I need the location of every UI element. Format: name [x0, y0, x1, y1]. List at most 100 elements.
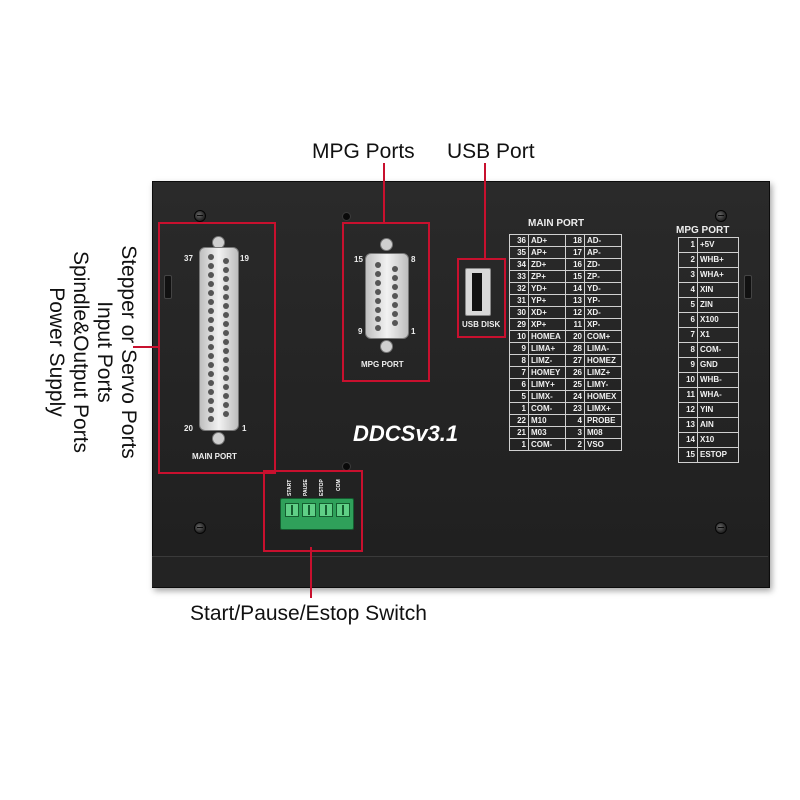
pin-signal: COM-: [528, 402, 566, 415]
connector-pin-icon: [208, 272, 214, 278]
connector-pin-icon: [375, 280, 381, 286]
pin-number: 32: [509, 282, 529, 295]
db15-pin-15-label: 15: [354, 255, 363, 264]
panel-bottom-strip: [152, 556, 768, 587]
left-side-ridge: [164, 275, 172, 299]
pin-signal: M10: [528, 414, 566, 427]
pin-number: 4: [565, 414, 585, 427]
screw-icon: [194, 522, 206, 534]
left-callout-line: [133, 346, 160, 348]
pin-signal: ZD+: [528, 258, 566, 271]
usb-port-callout: USB Port: [447, 140, 535, 163]
connector-pin-icon: [375, 316, 381, 322]
pin-signal: X10: [697, 432, 739, 448]
pin-number: 8: [678, 342, 698, 358]
pin-number: 1: [509, 438, 529, 451]
switch-callout-line: [310, 547, 312, 598]
connector-pin-icon: [208, 299, 214, 305]
pin-number: 5: [678, 297, 698, 313]
left-callout-line-2: Input Ports: [93, 301, 116, 403]
connector-pin-icon: [223, 312, 229, 318]
switch-terminal-block[interactable]: [280, 498, 354, 530]
mpg-port-table-title: MPG PORT: [676, 225, 730, 236]
connector-pin-icon: [375, 307, 381, 313]
usb-callout-line: [484, 163, 486, 259]
connector-pin-icon: [392, 266, 398, 272]
pin-signal: AD-: [584, 234, 622, 247]
connector-pin-icon: [223, 375, 229, 381]
pin-signal: AP-: [584, 246, 622, 259]
connector-pin-icon: [375, 298, 381, 304]
terminal-screw-icon: [336, 503, 350, 517]
pin-number: 10: [509, 330, 529, 343]
connector-pin-icon: [392, 320, 398, 326]
right-side-ridge: [744, 275, 752, 299]
switch-callout: Start/Pause/Estop Switch: [190, 602, 427, 625]
db37-pin-37-label: 37: [184, 254, 193, 263]
db15-bottom-nut: [380, 340, 393, 353]
pin-number: 29: [509, 318, 529, 331]
pin-number: 6: [678, 312, 698, 328]
terminal-screw-icon: [302, 503, 316, 517]
db15-pin-8-label: 8: [411, 255, 416, 264]
pin-number: 7: [509, 366, 529, 379]
pin-number: 7: [678, 327, 698, 343]
pin-number: 9: [509, 342, 529, 355]
connector-pin-icon: [223, 339, 229, 345]
pin-signal: LIMA-: [584, 342, 622, 355]
pin-number: 35: [509, 246, 529, 259]
pin-signal: PROBE: [584, 414, 622, 427]
pin-signal: XD+: [528, 306, 566, 319]
pin-number: 2: [565, 438, 585, 451]
connector-pin-icon: [392, 275, 398, 281]
pin-number: 14: [678, 432, 698, 448]
pin-signal: GND: [697, 357, 739, 373]
pin-number: 12: [565, 306, 585, 319]
pin-number: 1: [509, 402, 529, 415]
screw-icon: [715, 210, 727, 222]
pin-number: 25: [565, 378, 585, 391]
pin-signal: XP-: [584, 318, 622, 331]
pin-number: 13: [565, 294, 585, 307]
pin-number: 33: [509, 270, 529, 283]
pin-signal: COM-: [697, 342, 739, 358]
db37-pin-19-label: 19: [240, 254, 249, 263]
db15-top-nut: [380, 238, 393, 251]
connector-pin-icon: [392, 302, 398, 308]
connector-pin-icon: [223, 357, 229, 363]
connector-pin-icon: [208, 353, 214, 359]
pin-signal: YD-: [584, 282, 622, 295]
connector-pin-icon: [208, 263, 214, 269]
pin-number: 24: [565, 390, 585, 403]
pin-number: 21: [509, 426, 529, 439]
pin-signal: LIMA+: [528, 342, 566, 355]
pin-number: 11: [565, 318, 585, 331]
connector-pin-icon: [392, 311, 398, 317]
connector-pin-icon: [223, 276, 229, 282]
pin-number: 3: [565, 426, 585, 439]
switch-highlight-box: [263, 470, 363, 552]
pin-number: 20: [565, 330, 585, 343]
pin-signal: AIN: [697, 417, 739, 433]
main-port-highlight-box: [158, 222, 276, 474]
usb-port[interactable]: [465, 268, 491, 316]
pin-number: 11: [678, 387, 698, 403]
connector-pin-icon: [223, 348, 229, 354]
screw-icon: [715, 522, 727, 534]
pin-number: 26: [565, 366, 585, 379]
connector-pin-icon: [223, 267, 229, 273]
pin-number: 4: [678, 282, 698, 298]
